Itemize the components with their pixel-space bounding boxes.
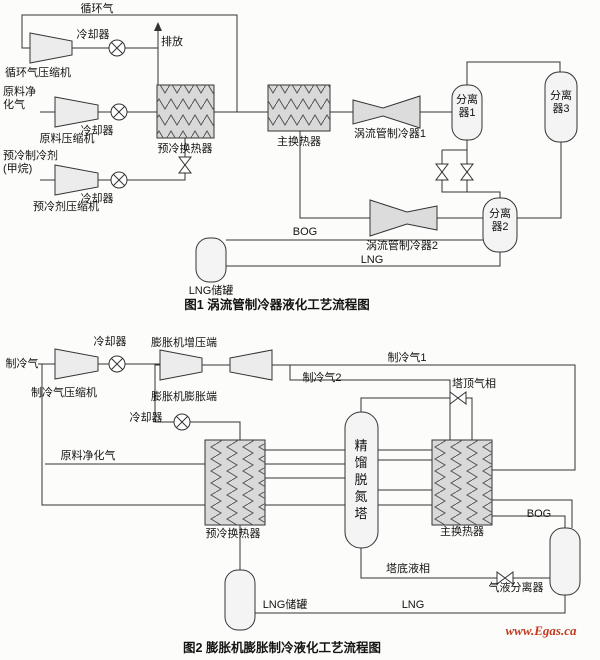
distillation-denitrogenation-tower-label: 精馏脱氮塔 — [354, 438, 368, 521]
pipe-segment — [517, 142, 562, 219]
pipe-segment — [492, 515, 566, 528]
pipe-segment — [360, 397, 473, 440]
distillation-denitrogenation-tower-vessel — [344, 411, 379, 549]
cooler-label: 冷却器 — [76, 29, 110, 41]
bog-stream-label: BOG — [526, 508, 552, 520]
circulating-gas-compressor-shape — [29, 32, 73, 64]
vortex-tube-refrigerator-2-shape — [369, 199, 438, 237]
separator-3-label: 分离器3 — [550, 90, 572, 115]
pipe-segment — [289, 365, 451, 440]
vortex-tube-refrigerator-1-label: 涡流管制冷器1 — [353, 128, 427, 140]
expander-booster-end-label: 膨胀机增压端 — [151, 337, 217, 349]
main-heat-exchanger-1 — [267, 84, 331, 132]
precool-heat-exchanger-2 — [204, 439, 266, 526]
pipes-figure-1 — [21, 14, 562, 267]
precool-refrigerant-compressor-label: 预冷剂压缩机 — [33, 201, 99, 213]
pipe-segment — [127, 138, 186, 181]
gas-liquid-separator-label: 气液分离器 — [488, 582, 544, 594]
separator-2-label: 分离器2 — [489, 208, 511, 233]
expander-expansion-end-shape — [229, 349, 273, 381]
lng-tank-label: LNG储罐 — [262, 599, 308, 611]
pipe-segment — [226, 252, 501, 267]
main-heat-exchanger-label: 主换热器 — [440, 526, 484, 538]
valve-icon — [178, 156, 192, 174]
vent-label: 排放 — [161, 36, 183, 48]
pipe-segment — [255, 595, 566, 614]
separator-3-vessel — [544, 71, 578, 143]
circulating-gas-label: 循环气 — [80, 3, 114, 15]
cooler-label: 冷却器 — [93, 336, 127, 348]
main-heat-exchanger-2 — [431, 439, 493, 526]
precool-heat-exchanger-label: 预冷换热器 — [205, 528, 261, 540]
separator-1-label: 分离器1 — [456, 94, 478, 119]
expander-booster-end-shape — [159, 349, 203, 381]
precool-heat-exchanger-1 — [156, 84, 215, 139]
cooler-label: 冷却器 — [129, 412, 163, 424]
figure-2-caption: 图2 膨胀机膨胀制冷液化工艺流程图 — [183, 641, 381, 655]
precool-refrigerant-compressor-shape — [54, 164, 99, 196]
lng-stream-label: LNG — [401, 599, 425, 611]
refrigerant-gas-compressor-shape — [54, 348, 99, 380]
refrigerant-gas-2-label: 制冷气2 — [302, 372, 342, 384]
valve-icons — [178, 156, 514, 585]
pipe-segment — [154, 364, 241, 440]
feed-compressor-label: 原料压缩机 — [39, 133, 95, 145]
refrigerant-gas-label: 制冷气 — [5, 358, 39, 370]
vent-arrow-icon — [154, 22, 162, 31]
main-heat-exchanger-label: 主换热器 — [277, 136, 321, 148]
figure-1-caption: 图1 涡流管制冷器液化工艺流程图 — [184, 298, 370, 312]
gas-liquid-separator-vessel — [549, 527, 581, 596]
pipe-segment — [492, 499, 573, 528]
lng-stream-label: LNG — [360, 254, 384, 266]
lng-tank-1-vessel — [195, 237, 227, 283]
pipe-segment — [21, 14, 238, 112]
pipe-segment — [360, 548, 550, 579]
valve-icon — [460, 163, 474, 181]
cooler-label: 冷却器 — [80, 125, 114, 137]
pipe-segment — [41, 364, 205, 506]
pipe-segment — [299, 131, 370, 219]
cooler-label: 冷却器 — [80, 193, 114, 205]
bog-stream-label: BOG — [292, 226, 318, 238]
pipe-segment — [466, 61, 561, 85]
pipes-figure-2 — [38, 363, 576, 614]
feed-purified-gas-label: 原料净化气 — [3, 86, 36, 111]
tower-bottom-liquid-label: 塔底液相 — [386, 563, 430, 575]
vortex-tube-refrigerator-2-label: 涡流管制冷器2 — [365, 240, 439, 252]
vortex-tube-refrigerator-1-shape — [352, 95, 421, 129]
refrigerant-gas-compressor-label: 制冷气压缩机 — [31, 387, 97, 399]
lng-tank-label: LNG储罐 — [188, 285, 234, 297]
pipe-segment — [125, 47, 159, 85]
refrigerant-gas-1-label: 制冷气1 — [387, 352, 427, 364]
separator-1-vessel — [451, 84, 483, 141]
precool-refrigerant-label: 预冷制冷剂 (甲烷) — [3, 150, 58, 175]
valve-icon — [435, 163, 449, 181]
lng-tank-2-vessel — [224, 569, 256, 631]
valve-icon — [496, 571, 514, 585]
precool-heat-exchanger-label: 预冷换热器 — [157, 143, 213, 155]
expander-expansion-end-label: 膨胀机膨胀端 — [151, 391, 217, 403]
circulating-gas-compressor-label: 循环气压缩机 — [5, 67, 71, 79]
separator-2-vessel — [482, 197, 518, 253]
feed-purified-gas-label: 原料净化气 — [60, 450, 116, 462]
tower-top-gas-phase-label: 塔顶气相 — [452, 378, 496, 390]
feed-compressor-shape — [54, 96, 99, 128]
site-watermark: www.Egas.ca — [505, 623, 577, 638]
cooler-icons — [108, 39, 191, 431]
pipe-segment — [272, 364, 576, 471]
valve-icon — [449, 391, 467, 405]
pipe-segment — [441, 150, 501, 198]
